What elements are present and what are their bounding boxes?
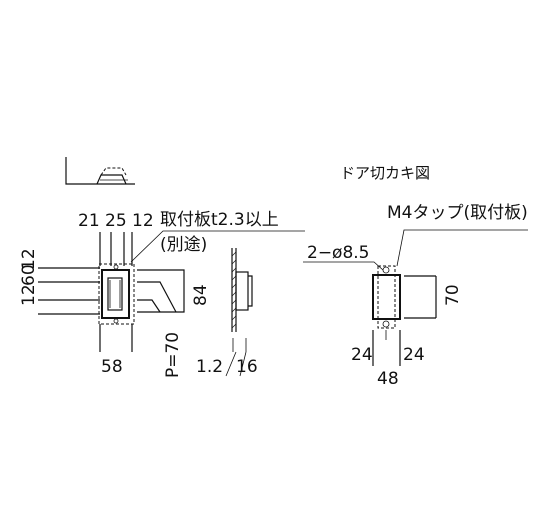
dim-16: 16	[236, 357, 258, 377]
callout-mounting-plate: 取付板t2.3以上	[160, 210, 279, 230]
dim-24-left: 24	[351, 345, 373, 365]
dim-84: 84	[191, 284, 211, 306]
dim-60-left: 60	[19, 264, 39, 286]
dim-pitch-70: P=70	[163, 332, 183, 378]
side-section-view: 1.2 16	[196, 248, 258, 377]
door-cutout-view: ドア切カキ図 M4タップ(取付板) 2−ø8.5 70 24 24 48	[303, 164, 528, 389]
side-profile-view	[65, 157, 135, 185]
dim-48: 48	[377, 369, 399, 389]
dim-12-left-bottom: 12	[19, 248, 39, 270]
front-view-left: 21 25 12 取付板t2.3以上 (別途) 12 60 12 84 58 P…	[19, 210, 305, 378]
tap-label: M4タップ(取付板)	[387, 203, 528, 223]
hole-label: 2−ø8.5	[307, 243, 370, 263]
dim-21: 21	[78, 211, 100, 231]
dim-25: 25	[105, 211, 127, 231]
dim-12-left-top: 12	[19, 284, 39, 306]
dim-thickness: 1.2	[196, 357, 223, 377]
dim-12-top: 12	[132, 211, 154, 231]
dim-24-right: 24	[403, 345, 425, 365]
cutout-title: ドア切カキ図	[340, 164, 430, 182]
dim-58: 58	[101, 357, 123, 377]
callout-separate: (別途)	[160, 235, 207, 255]
dim-70: 70	[443, 284, 463, 306]
